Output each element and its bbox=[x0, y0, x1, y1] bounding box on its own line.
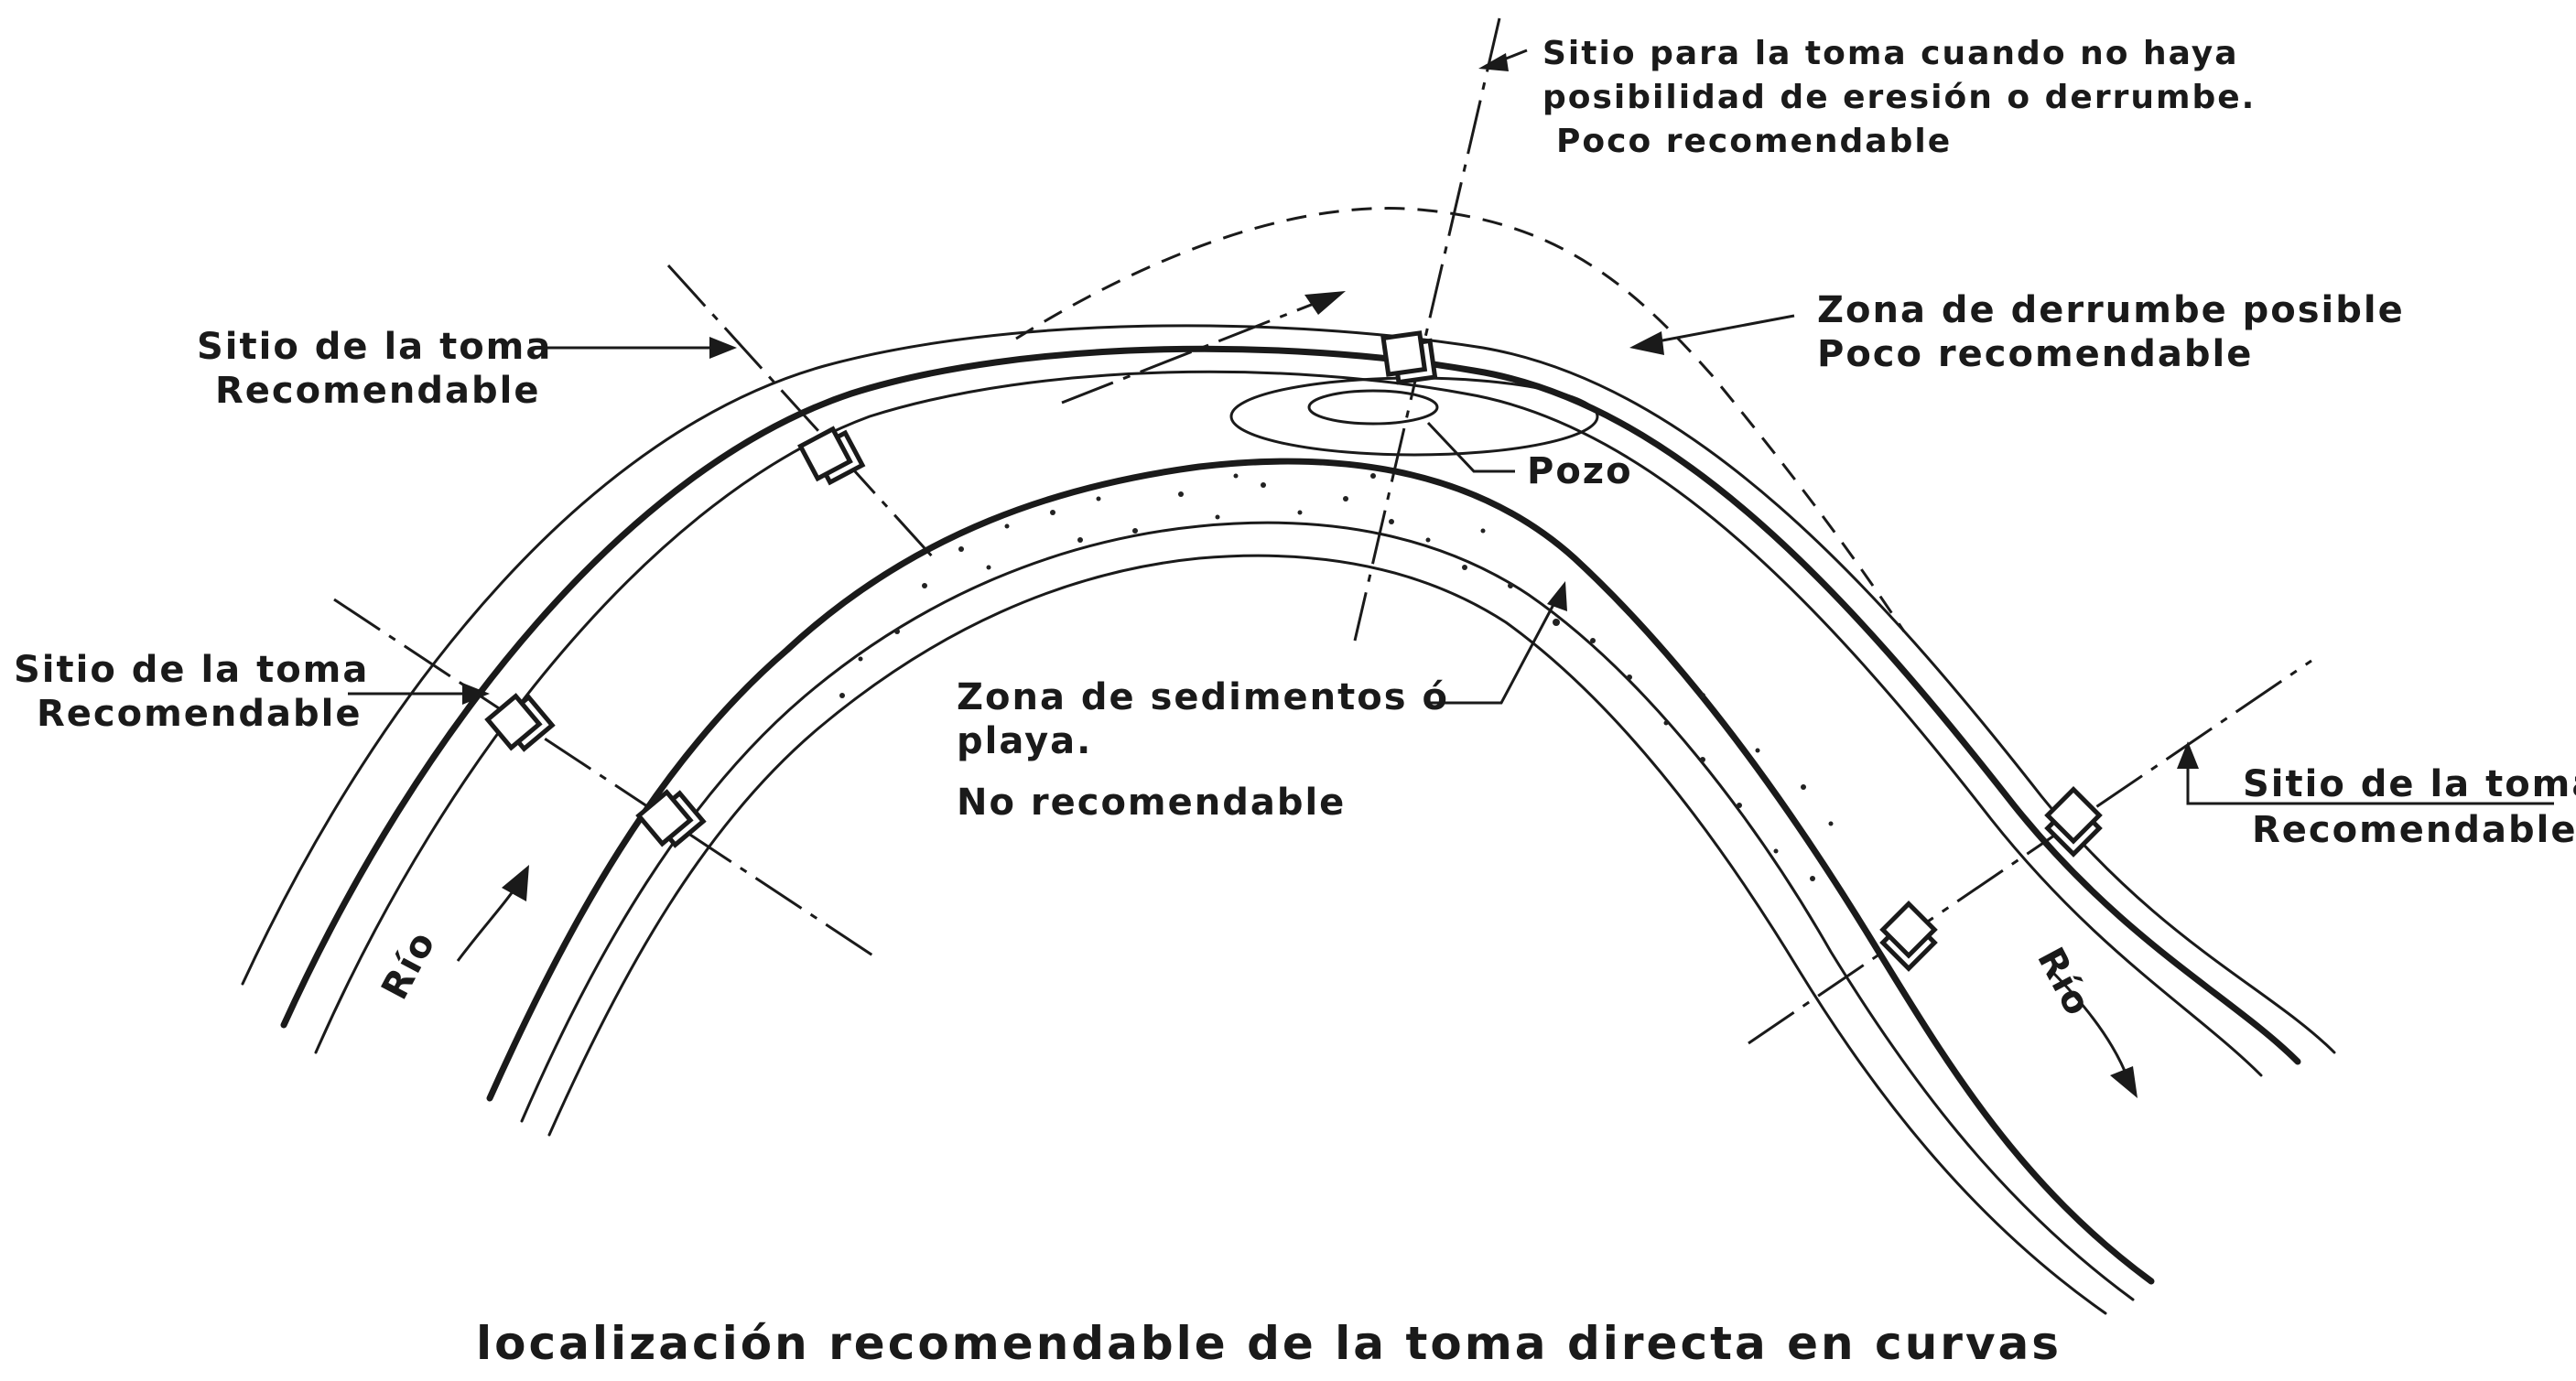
arrow-left-site bbox=[462, 683, 490, 705]
axis-upper-left bbox=[666, 264, 936, 560]
well-label: Pozo bbox=[1527, 450, 1633, 492]
axis-top-vertical bbox=[1353, 17, 1501, 642]
sediment-line2: playa. bbox=[957, 720, 1092, 762]
intake-site-right-inner bbox=[1879, 901, 1938, 972]
right-site-line1: Sitio de la toma bbox=[2243, 763, 2576, 805]
top-note-line3: Poco recomendable bbox=[1556, 123, 1952, 160]
right-site-line2: Recomendable bbox=[2252, 809, 2576, 851]
intake-site-left-outer bbox=[484, 693, 556, 752]
intake-site-upper-left bbox=[797, 426, 866, 486]
river-flow-arrowhead-left bbox=[502, 865, 529, 901]
collapse-zone-line1: Zona de derrumbe posible bbox=[1817, 289, 2405, 331]
top-note-line1: Sitio para la toma cuando no haya bbox=[1542, 35, 2239, 72]
arrow-right-site bbox=[2177, 741, 2199, 769]
upper-left-site-line1: Sitio de la toma bbox=[197, 326, 552, 368]
left-site-line1: Sitio de la toma bbox=[14, 649, 369, 691]
inner-bank-line-2 bbox=[520, 521, 2135, 1301]
leader-collapse-zone bbox=[1647, 314, 1795, 345]
arrow-sediment bbox=[1547, 581, 1567, 611]
leader-sediment bbox=[1428, 599, 1558, 705]
sediment-line1: Zona de sedimentos ó bbox=[957, 676, 1449, 718]
inner-bank-line-main bbox=[486, 458, 2155, 1285]
leader-well bbox=[1426, 421, 1515, 473]
river-flow-arrow-right bbox=[2049, 968, 2130, 1081]
sediment-line3: No recomendable bbox=[957, 782, 1346, 824]
sediment-zone bbox=[839, 473, 1834, 881]
river-flow-arrowhead-right bbox=[2110, 1066, 2138, 1098]
leader-right-site bbox=[2186, 755, 2554, 805]
arrow-collapse-zone bbox=[1629, 331, 1664, 355]
flow-arrowhead-top bbox=[1304, 291, 1346, 315]
arrow-upper-left-site bbox=[709, 337, 737, 359]
axis-left bbox=[333, 598, 875, 958]
intake-site-left-inner bbox=[635, 789, 707, 848]
caption: localización recomendable de la toma dir… bbox=[476, 1317, 2062, 1370]
inner-bank-line-3 bbox=[547, 554, 2107, 1315]
outer-bank-line-inner bbox=[314, 370, 2263, 1077]
left-site-line2: Recomendable bbox=[37, 693, 363, 735]
well-inner-ellipse bbox=[1307, 389, 1439, 426]
arrow-top-note bbox=[1478, 53, 1509, 71]
river-label-left: Río bbox=[373, 923, 444, 1006]
top-note-line2: posibilidad de eresión o derrumbe. bbox=[1542, 79, 2256, 116]
intake-site-right-outer bbox=[2044, 786, 2103, 858]
flow-dashed-direction bbox=[1061, 300, 1319, 405]
collapse-zone-outline bbox=[1015, 207, 1906, 632]
intake-site-top bbox=[1380, 330, 1438, 385]
axis-right bbox=[1748, 659, 2312, 1045]
upper-left-site-line2: Recomendable bbox=[215, 370, 541, 412]
collapse-zone-line2: Poco recomendable bbox=[1817, 333, 2253, 375]
